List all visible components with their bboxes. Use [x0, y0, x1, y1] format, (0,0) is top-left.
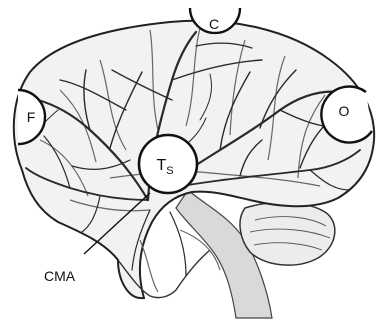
region-circle-o: O	[321, 87, 372, 143]
label-f: F	[27, 109, 36, 125]
label-c: C	[209, 16, 219, 32]
label-t: T	[156, 157, 166, 174]
region-circle-ts: TS	[139, 135, 197, 193]
label-o: O	[339, 103, 350, 119]
cerebellum	[240, 202, 335, 265]
label-t-subscript: S	[166, 165, 173, 177]
label-cma: CMA	[44, 268, 76, 284]
